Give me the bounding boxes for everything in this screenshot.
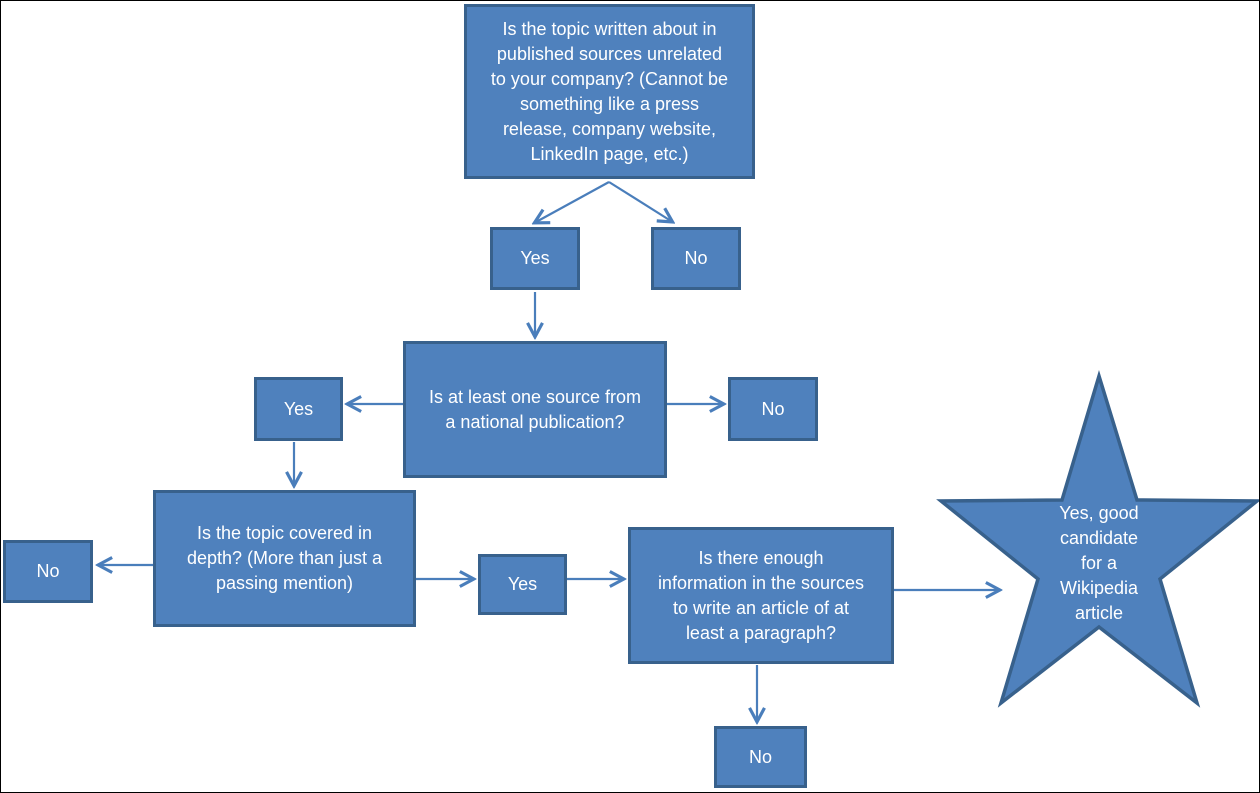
node-question-national-publication: Is at least one source from a national p… xyxy=(403,341,667,478)
node-answer-no-national-publication: No xyxy=(728,377,818,441)
node-answer-yes-covered-in-depth: Yes xyxy=(478,554,567,615)
node-answer-yes-national-publication: Yes xyxy=(254,377,343,441)
arrow-q1-to-no xyxy=(608,181,671,221)
node-answer-no-enough-information: No xyxy=(714,726,807,788)
node-answer-no-covered-in-depth: No xyxy=(3,540,93,603)
node-answer-no-published-sources: No xyxy=(651,227,741,290)
node-question-published-sources: Is the topic written about in published … xyxy=(464,4,755,179)
node-question-covered-in-depth: Is the topic covered in depth? (More tha… xyxy=(153,490,416,627)
star-outcome-label: Yes, good candidate for a Wikipedia arti… xyxy=(1059,503,1139,623)
node-question-enough-information: Is there enough information in the sourc… xyxy=(628,527,894,664)
arrow-q1-to-yes xyxy=(536,181,610,222)
node-answer-yes-published-sources: Yes xyxy=(490,227,580,290)
star-shape xyxy=(936,369,1259,708)
